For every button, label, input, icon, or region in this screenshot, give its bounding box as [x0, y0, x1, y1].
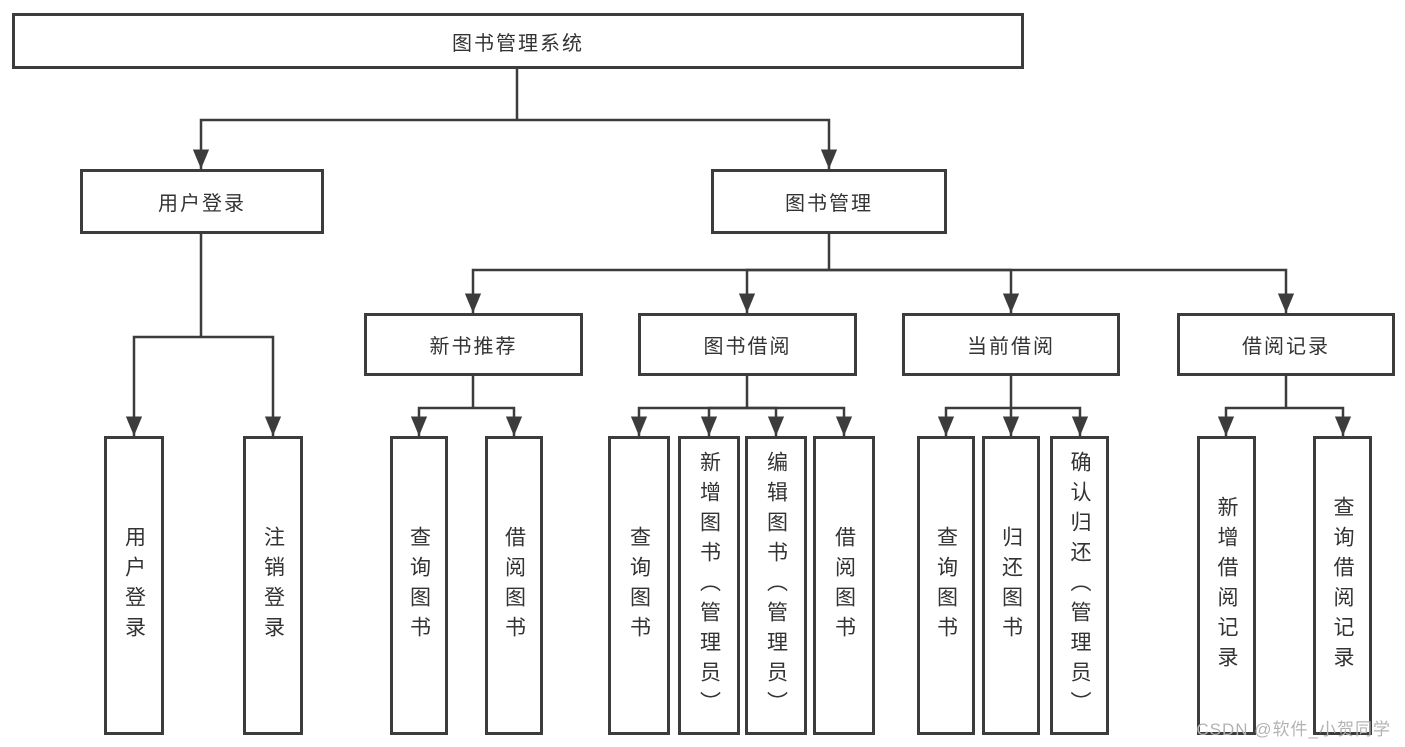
leaf-label: 确认归还（管理员） [1068, 450, 1091, 721]
node-label: 当前借阅 [967, 336, 1055, 358]
node-user-login: 用户登录 [80, 169, 324, 234]
node-label: 借阅记录 [1242, 336, 1330, 358]
node-label: 图书借阅 [703, 336, 792, 358]
connector-to-leaf-rec-query [1286, 406, 1352, 436]
connector-to-leaf-bb-borrow [747, 406, 853, 436]
leaf-label: 编辑图书（管理员） [764, 450, 788, 721]
leaf-bookborrow-borrow-books: 借阅图书 [813, 436, 875, 735]
leaf-label: 用户登录 [122, 525, 146, 646]
csdn-watermark: CSDN @软件_小贺同学 [1196, 720, 1391, 739]
leaf-bookborrow-add-books-admin: 新增图书（管理员） [678, 436, 740, 735]
connector-to-borrow-records [829, 268, 1295, 313]
leaf-label: 归还图书 [999, 525, 1023, 646]
leaf-newbook-query-books: 查询图书 [390, 436, 448, 735]
connector-root-to-user-login [192, 118, 517, 169]
node-new-book-recommend: 新书推荐 [364, 313, 583, 376]
leaf-currentborrow-return-books: 归还图书 [982, 436, 1040, 735]
connector-to-leaf-rec-add [1217, 406, 1286, 436]
node-borrow-records: 借阅记录 [1177, 313, 1395, 376]
leaf-currentborrow-query-books: 查询图书 [917, 436, 975, 735]
connector-to-leaf-logout [201, 335, 282, 436]
leaf-records-add-borrow-record: 新增借阅记录 [1197, 436, 1256, 735]
leaf-bookborrow-edit-books-admin: 编辑图书（管理员） [745, 436, 807, 735]
connector-to-leaf-cb-query [937, 406, 1011, 436]
connector-to-leaf-login [125, 335, 201, 436]
connector-to-leaf-cb-confirm [1011, 406, 1089, 436]
leaf-label: 借阅图书 [502, 525, 526, 646]
leaf-label: 查询图书 [627, 525, 651, 646]
leaf-logout: 注销登录 [243, 436, 303, 735]
leaf-user-login: 用户登录 [104, 436, 164, 735]
connector-to-leaf-bb-edit [747, 406, 785, 436]
node-label: 图书管理系统 [452, 32, 584, 55]
leaf-currentborrow-confirm-return-admin: 确认归还（管理员） [1050, 436, 1109, 735]
leaf-label: 新增借阅记录 [1215, 495, 1238, 676]
connector-to-leaf-nb-query [410, 406, 473, 436]
node-book-borrow: 图书借阅 [638, 313, 857, 376]
leaf-records-query-borrow-record: 查询借阅记录 [1313, 436, 1372, 735]
connector-to-current-borrow [829, 268, 1020, 313]
leaf-label: 借阅图书 [832, 525, 856, 646]
connector-to-leaf-bb-query [630, 406, 747, 436]
node-library-management-system: 图书管理系统 [12, 13, 1024, 69]
leaf-label: 注销登录 [261, 525, 285, 646]
node-current-borrow: 当前借阅 [902, 313, 1120, 376]
node-book-management: 图书管理 [711, 169, 947, 234]
leaf-label: 查询图书 [934, 525, 958, 646]
node-label: 用户登录 [158, 193, 246, 215]
leaf-bookborrow-query-books: 查询图书 [608, 436, 670, 735]
connector-to-new-book [464, 268, 829, 313]
connector-root-to-book-management [517, 118, 838, 169]
leaf-label: 查询借阅记录 [1331, 495, 1354, 676]
node-label: 图书管理 [785, 193, 873, 215]
leaf-label: 查询图书 [407, 525, 431, 646]
connector-to-book-borrow [738, 268, 829, 313]
node-label: 新书推荐 [429, 336, 518, 358]
connector-to-leaf-nb-borrow [473, 406, 523, 436]
leaf-label: 新增图书（管理员） [697, 450, 721, 721]
leaf-newbook-borrow-books: 借阅图书 [485, 436, 543, 735]
connector-to-leaf-bb-add [700, 406, 747, 436]
